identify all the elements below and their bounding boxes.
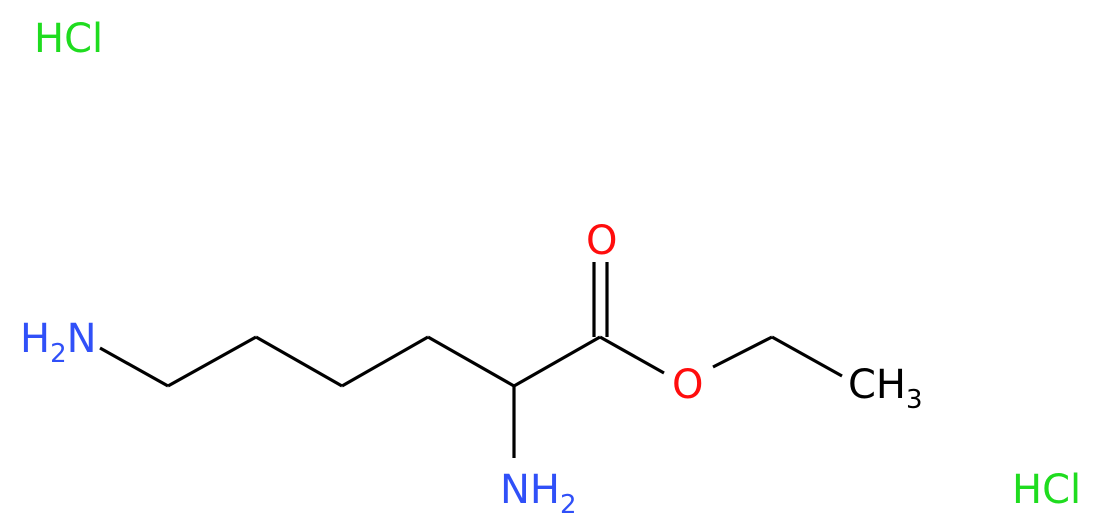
hcl-top-left-label: HCl	[34, 16, 103, 62]
methyl-subscript: 3	[906, 385, 923, 415]
alpha-amine-nh: NH	[500, 467, 560, 513]
bond-c5-c4	[255, 335, 343, 388]
terminal-amine-subscript: 2	[50, 339, 67, 369]
terminal-amine-h: H	[20, 316, 50, 362]
bond-c6-c5	[167, 335, 257, 388]
terminal-amine-n: N	[67, 316, 97, 362]
methyl-label: CH3	[848, 362, 923, 415]
bonds	[99, 262, 843, 458]
ester-oxygen-label: O	[672, 362, 703, 408]
bond-c3-c2	[427, 335, 515, 388]
terminal-amine-label: H2N	[20, 316, 97, 369]
alpha-amine-subscript: 2	[560, 490, 577, 520]
bond-c1-oester	[599, 335, 665, 375]
alpha-amine-label: NH2	[500, 467, 577, 520]
bond-n-c6	[99, 346, 169, 388]
bond-c4-c3	[341, 335, 429, 388]
bond-oester-ch2	[712, 335, 773, 369]
carbonyl-oxygen-label: O	[586, 218, 617, 264]
hcl-bottom-right-label: HCl	[1012, 467, 1081, 513]
bond-ch2-ch3	[771, 335, 843, 378]
bond-c2-c1	[513, 335, 601, 388]
methyl-ch: CH	[848, 362, 906, 408]
